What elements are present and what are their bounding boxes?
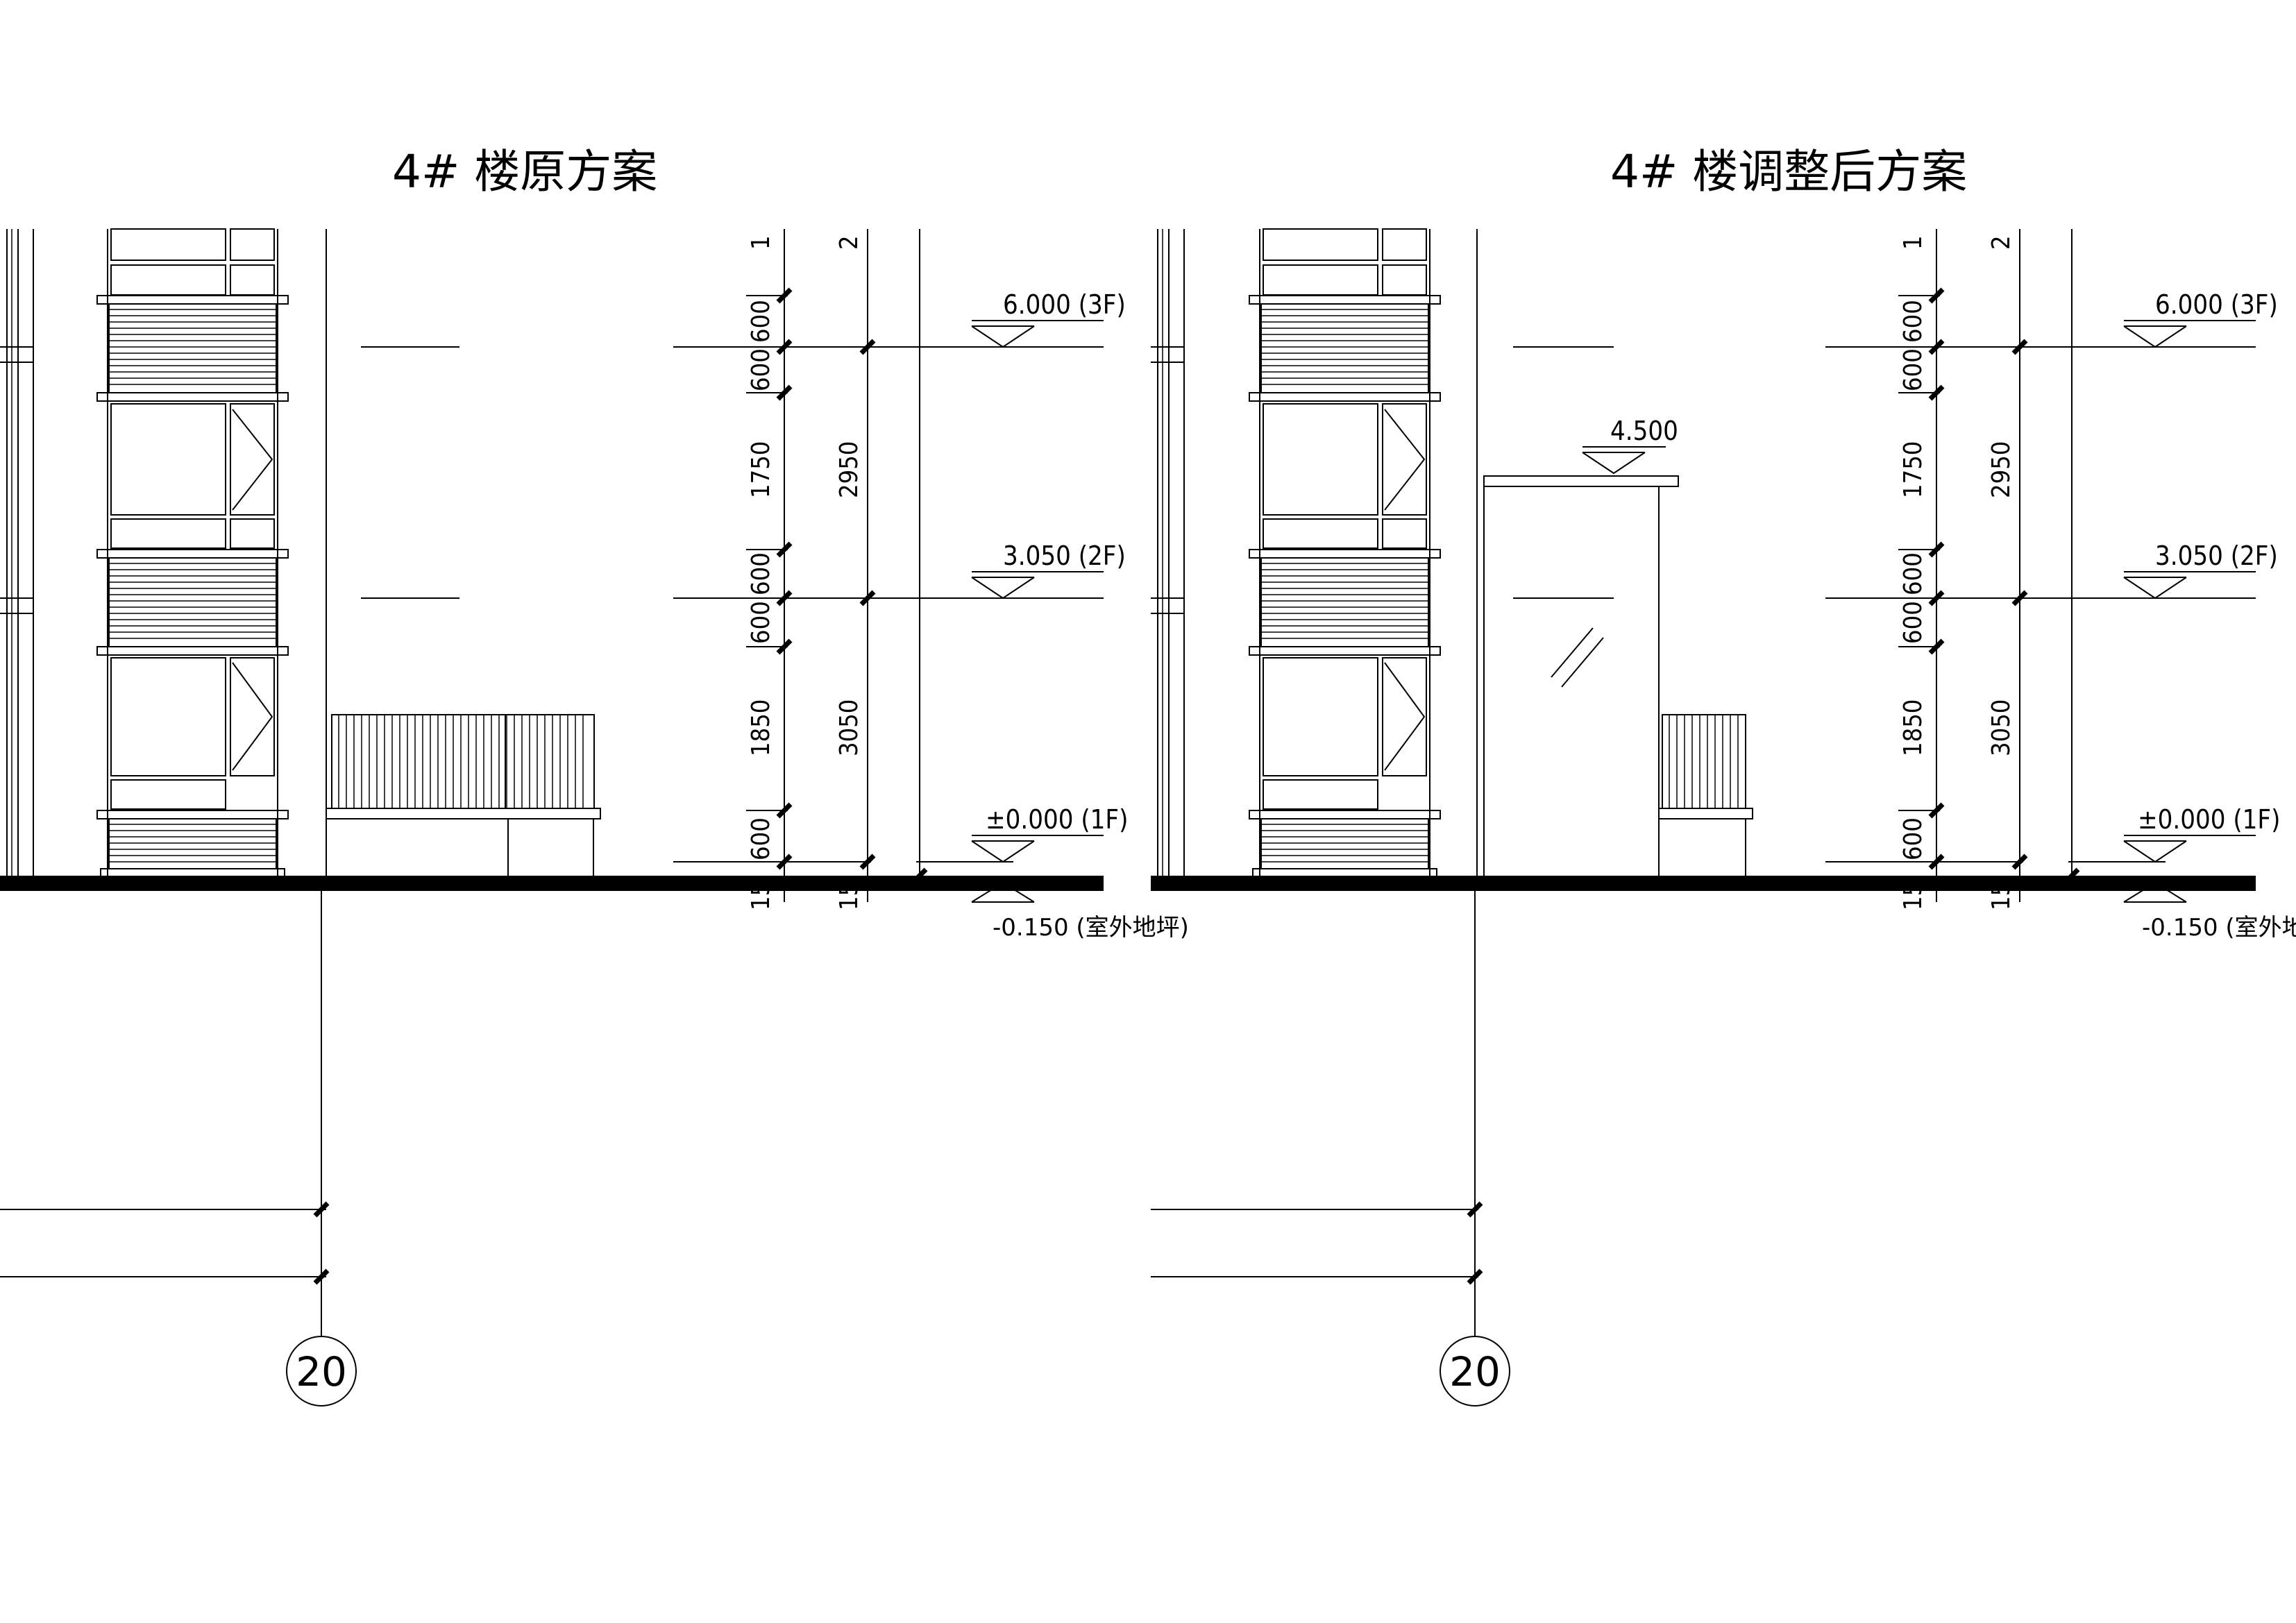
axis-bubble-left bbox=[287, 1336, 356, 1406]
building-elevation-right bbox=[1151, 229, 1753, 878]
dimension-ticks-right bbox=[1930, 289, 2078, 882]
dim-600-a: 600 bbox=[747, 300, 775, 343]
panel-original-scheme: 4# 楼原方案 bbox=[0, 145, 1189, 1406]
axis-ticks-left bbox=[315, 1203, 328, 1283]
panel-adjusted-scheme: 4# 楼调整后方案 bbox=[1151, 145, 2296, 1406]
dim-600-e: 600 bbox=[747, 817, 775, 860]
dim-1850: 1850 bbox=[747, 699, 775, 756]
title-adjusted-scheme: 4# 楼调整后方案 bbox=[1610, 145, 1967, 198]
dim-clip-bottom-outer: 15 bbox=[835, 882, 863, 910]
dim-2950: 2950 bbox=[1987, 441, 2016, 498]
level-label-canopy: 4.500 bbox=[1610, 416, 1678, 446]
dim-clip-top-inner: 1 bbox=[1899, 235, 1927, 250]
dimension-texts-left: 1 2 600 600 1750 600 600 1850 600 15 295… bbox=[747, 235, 863, 910]
building-elevation-left bbox=[0, 229, 600, 878]
dim-1750: 1750 bbox=[1899, 441, 1927, 498]
title-original-scheme: 4# 楼原方案 bbox=[392, 145, 657, 198]
dim-1750: 1750 bbox=[747, 441, 775, 498]
axis-lines-left bbox=[0, 891, 326, 1336]
dim-clip-bottom-inner: 15 bbox=[1899, 882, 1927, 910]
dimension-chain-left bbox=[746, 229, 920, 902]
level-label-ground-right: -0.150 (室外地坪) bbox=[2142, 914, 2296, 942]
dim-3050: 3050 bbox=[1987, 699, 2016, 756]
level-markers-right bbox=[1582, 321, 2256, 902]
dim-3050: 3050 bbox=[835, 699, 863, 756]
level-lines-left bbox=[0, 347, 1104, 862]
ground-line-left bbox=[0, 876, 1104, 891]
level-label-2f-left: 3.050 (2F) bbox=[1003, 541, 1126, 571]
axis-bubble-right bbox=[1440, 1336, 1510, 1406]
dim-600-b: 600 bbox=[1899, 348, 1927, 391]
dimension-texts-right: 1 2 600 600 1750 600 600 1850 600 15 295… bbox=[1899, 235, 2016, 910]
dim-600-e: 600 bbox=[1899, 817, 1927, 860]
level-label-1f-right: ±0.000 (1F) bbox=[2138, 804, 2280, 835]
level-label-3f-left: 6.000 (3F) bbox=[1003, 289, 1126, 320]
axis-label-left: 20 bbox=[296, 1348, 347, 1395]
dim-clip-bottom-outer: 15 bbox=[1987, 882, 2016, 910]
dim-600-d: 600 bbox=[747, 601, 775, 644]
dim-600-d: 600 bbox=[1899, 601, 1927, 644]
ground-line-right bbox=[1151, 876, 2256, 891]
dim-600-c: 600 bbox=[1899, 552, 1927, 595]
dim-600-b: 600 bbox=[747, 348, 775, 391]
dim-clip-top-outer: 2 bbox=[835, 235, 863, 250]
dim-1850: 1850 bbox=[1899, 699, 1927, 756]
dim-clip-top-inner: 1 bbox=[747, 235, 775, 250]
louvre-hatching-left bbox=[12, 229, 583, 878]
level-label-2f-right: 3.050 (2F) bbox=[2155, 541, 2278, 571]
dim-2950: 2950 bbox=[835, 441, 863, 498]
level-lines-right bbox=[1151, 347, 2256, 862]
axis-label-right: 20 bbox=[1449, 1348, 1501, 1395]
dim-clip-top-outer: 2 bbox=[1987, 235, 2016, 250]
louvre-hatching-right bbox=[1163, 229, 1738, 878]
level-label-1f-left: ±0.000 (1F) bbox=[986, 804, 1128, 835]
dim-600-c: 600 bbox=[747, 552, 775, 595]
dim-600-a: 600 bbox=[1899, 300, 1927, 343]
dim-clip-bottom-inner: 15 bbox=[747, 882, 775, 910]
dimension-chain-right bbox=[1898, 229, 2072, 902]
dimension-ticks-left bbox=[778, 289, 926, 882]
axis-ticks-right bbox=[1469, 1203, 1481, 1283]
level-markers-left bbox=[972, 321, 1104, 902]
axis-lines-right bbox=[1151, 891, 1478, 1336]
level-label-3f-right: 6.000 (3F) bbox=[2155, 289, 2278, 320]
level-label-ground-left: -0.150 (室外地坪) bbox=[993, 914, 1189, 942]
